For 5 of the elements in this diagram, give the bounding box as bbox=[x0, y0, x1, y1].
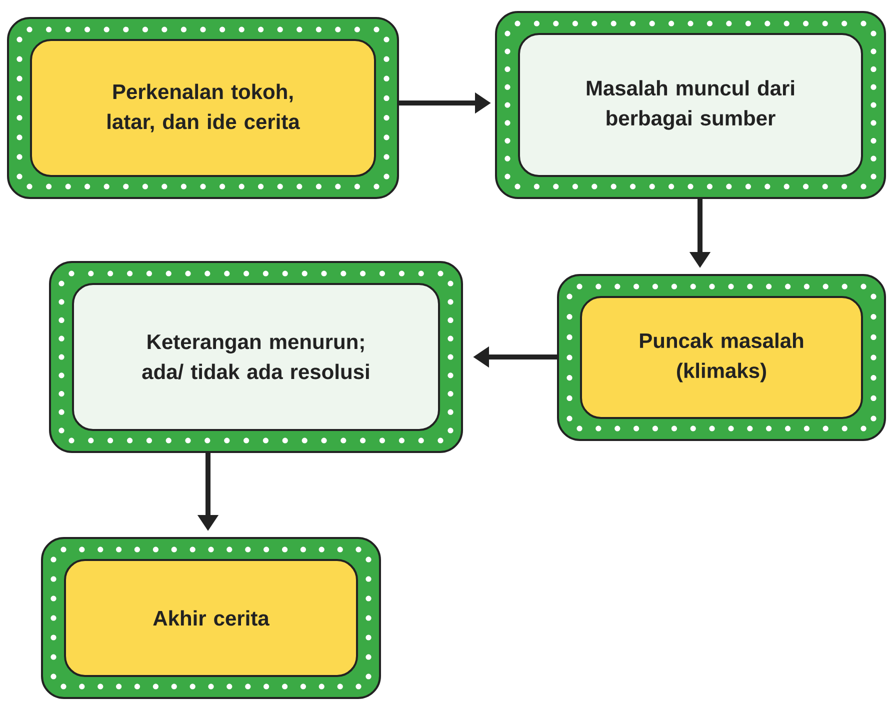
frame-box: Perkenalan tokoh, latar, dan ide cerita bbox=[7, 17, 399, 199]
frame-box: Puncak masalah (klimaks) bbox=[557, 274, 886, 441]
frame-box: Masalah muncul dari berbagai sumber bbox=[495, 11, 886, 199]
frame-box: Akhir cerita bbox=[41, 537, 381, 699]
frame-box: Keterangan menurun; ada/ tidak ada resolusi bbox=[49, 261, 463, 453]
